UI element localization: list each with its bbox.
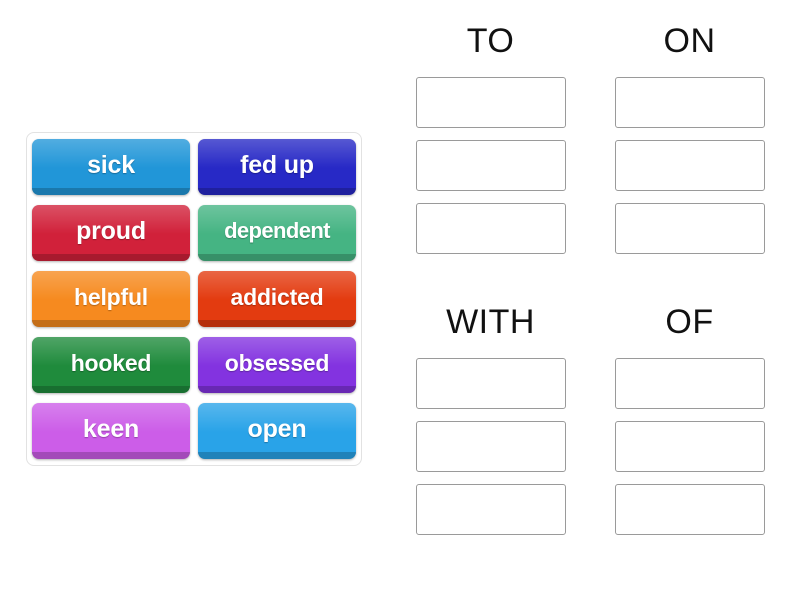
category-title: ON: [663, 22, 716, 60]
dropzone-to-3[interactable]: [415, 203, 566, 254]
word-tile-hooked[interactable]: hooked: [32, 337, 190, 393]
dropzone-with-1[interactable]: [415, 358, 566, 409]
word-tile-sick[interactable]: sick: [32, 139, 190, 195]
word-tile-label: open: [247, 414, 307, 443]
dropzone-with-2[interactable]: [415, 421, 566, 472]
dropzone-to-1[interactable]: [415, 77, 566, 128]
word-tile-helpful[interactable]: helpful: [32, 271, 190, 327]
category-to: TO: [400, 24, 581, 283]
word-tile-label: obsessed: [224, 349, 330, 376]
word-bank-row: proud dependent: [32, 205, 356, 261]
dropzone-list: [614, 358, 765, 535]
word-bank-row: helpful addicted: [32, 271, 356, 327]
word-tile-label: hooked: [70, 349, 152, 376]
word-tile-label: helpful: [74, 283, 148, 310]
word-tile-addicted[interactable]: addicted: [198, 271, 356, 327]
word-tile-label: sick: [87, 150, 135, 179]
word-tile-label: proud: [76, 216, 146, 245]
dropzone-list: [415, 358, 566, 535]
dropzone-of-1[interactable]: [614, 358, 765, 409]
category-with: WITH: [400, 305, 581, 564]
category-on: ON: [599, 24, 780, 283]
dropzone-list: [614, 77, 765, 254]
category-title: WITH: [446, 303, 535, 341]
word-tile-fed-up[interactable]: fed up: [198, 139, 356, 195]
dropzone-list: [415, 77, 566, 254]
word-tile-label: dependent: [224, 218, 330, 243]
dropzone-on-2[interactable]: [614, 140, 765, 191]
word-tile-open[interactable]: open: [198, 403, 356, 459]
category-title: OF: [665, 303, 714, 341]
word-bank-row: sick fed up: [32, 139, 356, 195]
category-grid: TO ON WITH OF: [400, 24, 780, 564]
dropzone-on-1[interactable]: [614, 77, 765, 128]
word-tile-proud[interactable]: proud: [32, 205, 190, 261]
category-title: TO: [466, 22, 515, 60]
dropzone-to-2[interactable]: [415, 140, 566, 191]
word-tile-obsessed[interactable]: obsessed: [198, 337, 356, 393]
word-tile-dependent[interactable]: dependent: [198, 205, 356, 261]
dropzone-on-3[interactable]: [614, 203, 765, 254]
word-tile-keen[interactable]: keen: [32, 403, 190, 459]
word-tile-label: keen: [82, 414, 140, 443]
dropzone-of-2[interactable]: [614, 421, 765, 472]
word-bank-row: hooked obsessed: [32, 337, 356, 393]
word-tile-label: fed up: [240, 150, 314, 179]
dropzone-of-3[interactable]: [614, 484, 765, 535]
word-tile-label: addicted: [230, 283, 324, 310]
word-bank-row: keen open: [32, 403, 356, 459]
category-of: OF: [599, 305, 780, 564]
dropzone-with-3[interactable]: [415, 484, 566, 535]
